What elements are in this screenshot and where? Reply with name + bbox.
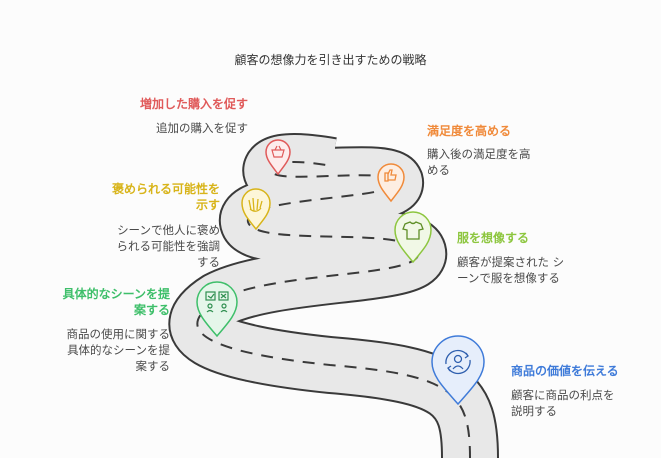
desc-praise-line1: シーンで他人に褒め — [117, 223, 220, 237]
marker-scene — [196, 281, 238, 338]
road-center-line — [196, 160, 471, 458]
heading-praise-line1: 褒められる可能性を — [111, 182, 220, 196]
desc-satisfaction-line1: 購入後の満足度を高 — [427, 147, 531, 161]
desc-satisfaction-line2: める — [427, 163, 450, 177]
marker-satisfaction — [377, 163, 405, 203]
heading-scene-line1: 具体的なシーンを提 — [62, 287, 170, 301]
marker-value — [431, 335, 485, 406]
heading-praise-line2: 示す — [195, 198, 220, 212]
shopping-basket-icon — [271, 145, 285, 158]
customer-cycle-icon — [445, 349, 471, 375]
scene-board-icon — [205, 291, 229, 313]
desc-value-line1: 顧客に商品の利点を — [511, 388, 615, 402]
marker-increase — [265, 139, 291, 176]
marker-imagine — [394, 211, 432, 264]
winding-road — [168, 132, 499, 458]
desc-imagine-line2: ーンで服を想像する — [457, 271, 560, 285]
shirt-icon — [402, 221, 424, 240]
heading-satisfaction: 満足度を高める — [427, 124, 512, 138]
heading-value: 商品の価値を伝える — [511, 364, 619, 378]
desc-value-line2: 説明する — [511, 404, 557, 418]
desc-scene-line3: 案する — [135, 359, 171, 373]
desc-scene-line1: 商品の使用に関する — [66, 327, 171, 341]
desc-increase: 追加の購入を促す — [156, 121, 248, 135]
heading-imagine: 服を想像する — [457, 231, 530, 245]
desc-praise-line2: られる可能性を強調 — [116, 239, 221, 253]
desc-praise-line3: する — [197, 255, 220, 269]
thumbs-up-icon — [384, 169, 397, 182]
desc-imagine-line1: 顧客が提案された シ — [457, 255, 565, 269]
desc-scene-line2: 具体的なシーンを提 — [67, 343, 170, 357]
heading-increase: 増加した購入を促す — [139, 97, 248, 111]
heading-scene-line2: 案する — [133, 303, 170, 317]
diagram-title: 顧客の想像力を引き出すための戦略 — [234, 53, 427, 67]
clap-hands-icon — [248, 197, 263, 212]
marker-praise — [241, 188, 271, 231]
